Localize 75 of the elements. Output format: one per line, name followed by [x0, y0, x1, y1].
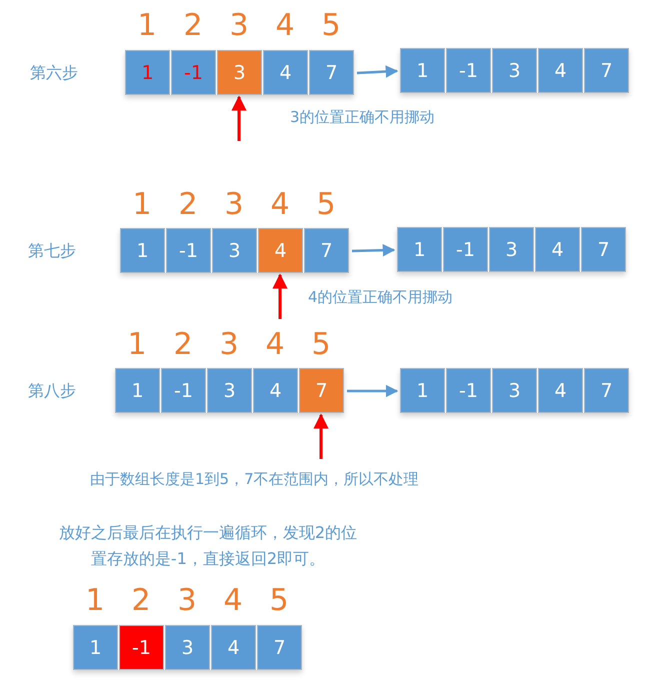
array-cell: 7	[581, 227, 626, 272]
array-bar	[120, 228, 349, 273]
step-label: 第六步	[30, 63, 78, 84]
step-label: 第八步	[28, 381, 76, 402]
array-cell: 1	[120, 228, 165, 273]
array-bar	[400, 48, 629, 93]
arrow	[314, 414, 328, 459]
array-cell: 7	[257, 625, 302, 670]
index-number: 3	[176, 583, 198, 618]
index-number: 4	[274, 8, 296, 43]
array-bar	[400, 368, 629, 413]
array-cell: 1	[115, 368, 160, 413]
note-text: 放好之后最后在执行一遍循环，发现2的位置存放的是-1，直接返回2即可。	[58, 522, 358, 570]
array-cell: 4	[535, 227, 580, 272]
array-cell: 7	[584, 368, 629, 413]
arrow	[352, 244, 396, 257]
array-cell: -1	[119, 625, 164, 670]
array-cell: 4	[211, 625, 256, 670]
note-text: 3的位置正确不用挪动	[290, 108, 435, 127]
array-bar	[125, 50, 354, 95]
index-number: 1	[84, 583, 106, 618]
arrow	[356, 65, 398, 78]
array-cell: 3	[492, 368, 537, 413]
array-cell: 1	[73, 625, 118, 670]
array-cell: 7	[584, 48, 629, 93]
index-number: 1	[126, 327, 148, 362]
index-number: 4	[264, 327, 286, 362]
array-cell: 1	[400, 368, 445, 413]
array-cell: -1	[166, 228, 211, 273]
index-number: 3	[218, 327, 240, 362]
index-number: 2	[177, 187, 199, 222]
index-number: 3	[228, 8, 250, 43]
index-number: 2	[130, 583, 152, 618]
array-cell: 1	[397, 227, 442, 272]
array-cell: 1	[400, 48, 445, 93]
note-text: 4的位置正确不用挪动	[308, 288, 453, 307]
array-cell: 1	[125, 50, 170, 95]
note-text: 由于数组长度是1到5，7不在范围内，所以不处理	[90, 470, 419, 489]
array-cell: 7	[309, 50, 354, 95]
index-number: 3	[223, 187, 245, 222]
array-bar	[397, 227, 626, 272]
array-cell: 3	[165, 625, 210, 670]
array-cell: 3	[207, 368, 252, 413]
index-number: 4	[222, 583, 244, 618]
array-cell: -1	[161, 368, 206, 413]
index-number: 2	[172, 327, 194, 362]
index-number: 5	[268, 583, 290, 618]
arrow	[272, 274, 288, 319]
array-cell: -1	[171, 50, 216, 95]
array-cell: 7	[304, 228, 349, 273]
index-number: 5	[320, 8, 342, 43]
index-number: 2	[182, 8, 204, 43]
array-cell: 3	[492, 48, 537, 93]
array-cell: -1	[446, 48, 491, 93]
array-cell: -1	[446, 368, 491, 413]
index-number: 4	[269, 187, 291, 222]
index-number: 1	[136, 8, 158, 43]
array-cell: 3	[217, 50, 262, 95]
array-cell: 4	[538, 368, 583, 413]
arrow	[347, 384, 398, 398]
array-bar	[73, 625, 302, 670]
array-cell: 4	[253, 368, 298, 413]
array-cell: 7	[299, 368, 344, 413]
array-cell: 4	[263, 50, 308, 95]
array-cell: -1	[443, 227, 488, 272]
array-cell: 3	[489, 227, 534, 272]
array-cell: 4	[538, 48, 583, 93]
array-cell: 3	[212, 228, 257, 273]
step-label: 第七步	[28, 241, 76, 262]
array-cell: 4	[258, 228, 303, 273]
index-number: 5	[310, 327, 332, 362]
index-number: 1	[131, 187, 153, 222]
arrow	[232, 96, 246, 141]
array-bar	[115, 368, 344, 413]
index-number: 5	[315, 187, 337, 222]
